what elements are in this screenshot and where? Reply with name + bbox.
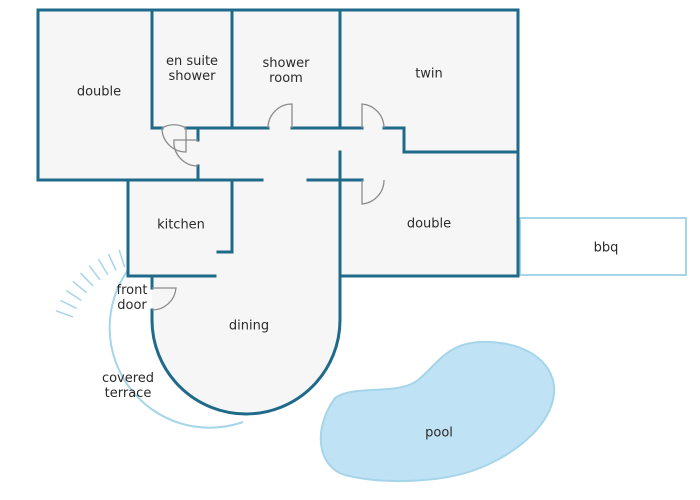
terrace-ray bbox=[88, 265, 101, 281]
room-label-twin: twin bbox=[415, 66, 443, 82]
terrace-ray bbox=[72, 280, 88, 294]
room-label-double-left: double bbox=[76, 84, 122, 100]
terrace-ray bbox=[118, 249, 126, 268]
terrace-ray bbox=[97, 258, 109, 276]
terrace-ray bbox=[107, 253, 117, 271]
pool-shape bbox=[319, 340, 556, 483]
room-label-bbq: bbq bbox=[593, 240, 619, 256]
terrace-ray bbox=[55, 310, 74, 318]
room-label-pool: pool bbox=[425, 425, 453, 441]
room-label-kitchen: kitchen bbox=[157, 217, 205, 233]
room-label-front-door: front door bbox=[116, 283, 148, 313]
room-label-covered-terrace: covered terrace bbox=[101, 371, 155, 401]
room-label-dining: dining bbox=[228, 318, 270, 334]
terrace-ray bbox=[60, 299, 77, 310]
terrace-ray bbox=[79, 272, 94, 287]
walls bbox=[36, 8, 520, 416]
room-label-en-suite-shower: en suite shower bbox=[165, 54, 219, 84]
terrace-ray bbox=[65, 289, 82, 301]
room-label-shower-room: shower room bbox=[262, 56, 310, 86]
bbq-area bbox=[519, 217, 687, 276]
doors bbox=[151, 103, 385, 311]
room-label-double-right: double bbox=[406, 216, 452, 232]
